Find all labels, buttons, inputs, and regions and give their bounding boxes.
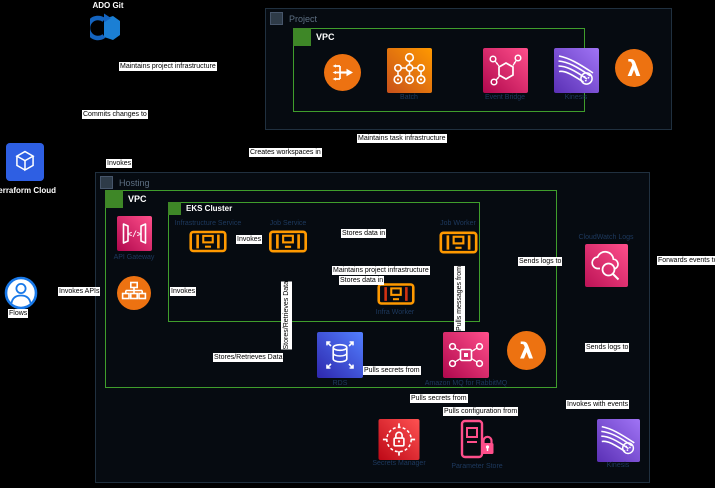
- hosting-vpc-header: VPC: [105, 190, 147, 208]
- project-vpc-header: VPC: [293, 28, 335, 46]
- edge-stores-retrieves-data-h: Stores/Retrieves Data: [213, 353, 284, 362]
- edge-maintains-task-infrastructure: Maintains task infrastructure: [357, 134, 447, 143]
- api-gateway-label: API Gateway: [113, 254, 155, 261]
- event-bridge-label: Event Bridge: [484, 94, 526, 101]
- job-service-label: Job Service: [269, 220, 307, 227]
- hosting-vpc-container: VPC: [105, 190, 557, 388]
- terraform-cloud-label: Terraform Cloud: [0, 186, 57, 195]
- edge-pulls-secrets-from-1: Pulls secrets from: [363, 366, 421, 375]
- parameter-store-label: Parameter Store: [451, 463, 503, 470]
- flows-user-icon: [4, 276, 38, 310]
- edge-pulls-configuration-from: Pulls configuration from: [443, 407, 519, 416]
- kinesis-bottom-label: Kinesis: [606, 462, 630, 469]
- api-gateway-icon: </>: [117, 216, 152, 251]
- project-vpc-title: VPC: [316, 32, 335, 42]
- terraform-cloud-icon: [6, 143, 44, 181]
- hosting-title: Hosting: [119, 177, 150, 188]
- lambda-project-icon: λ: [615, 49, 653, 87]
- job-worker-label: Job Worker: [440, 220, 476, 227]
- edge-stores-data-in-2: Stores data in: [339, 276, 385, 285]
- eks-cluster-icon: [168, 202, 181, 215]
- amazon-mq-icon: [443, 332, 489, 378]
- infra-worker-icon: [377, 282, 415, 306]
- hosting-header: Hosting: [100, 176, 150, 189]
- parameter-store-icon: [452, 416, 498, 462]
- edge-sends-logs-to-1: Sends logs to: [518, 257, 563, 266]
- hosting-header-icon: [100, 176, 113, 189]
- amazon-mq-label: Amazon MQ for RabbitMQ: [424, 380, 508, 387]
- eks-cluster-header: EKS Cluster: [168, 202, 232, 215]
- infra-worker-label: Infra Worker: [375, 309, 415, 316]
- edge-pulls-secrets-from-2: Pulls secrets from: [410, 394, 468, 403]
- eks-cluster-title: EKS Cluster: [186, 204, 233, 213]
- eks-cluster-container: EKS Cluster: [168, 202, 480, 322]
- network-load-balancer-icon: [324, 54, 361, 91]
- batch-icon: [387, 48, 432, 93]
- project-header-icon: [270, 12, 283, 25]
- edge-forwards-events-to: Forwards events to: [657, 256, 715, 265]
- edge-creates-workspaces-in: Creates workspaces in: [249, 148, 322, 157]
- job-service-icon: [268, 230, 308, 253]
- edge-stores-retrieves-data-v: Stores/Retrieves Data: [281, 281, 292, 350]
- hosting-container: Hosting: [95, 172, 650, 483]
- edge-pulls-messages-from: Pulls messages from: [454, 266, 465, 331]
- ado-git-label: ADO Git: [92, 1, 124, 10]
- cloudwatch-logs-icon: [585, 244, 628, 287]
- batch-label: Batch: [400, 94, 418, 101]
- svg-text:λ: λ: [627, 57, 641, 82]
- kinesis-project-label: Kinesis: [564, 94, 588, 101]
- rds-icon: [317, 332, 363, 378]
- event-bridge-icon: [483, 48, 528, 93]
- edge-invokes-top: Invokes: [106, 159, 133, 168]
- ado-git-icon: [90, 12, 124, 44]
- secrets-manager-icon: [378, 419, 420, 460]
- svg-text:</>: </>: [127, 230, 142, 239]
- project-vpc-icon: [293, 28, 311, 46]
- rds-label: RDS: [332, 380, 348, 387]
- application-load-balancer-icon: [117, 276, 151, 310]
- job-worker-icon: [439, 231, 478, 254]
- edge-commits-changes-to: Commits changes to: [82, 110, 148, 119]
- secrets-manager-label: Secrets Manager: [372, 460, 426, 467]
- kinesis-project-icon: [554, 48, 599, 93]
- edge-invokes-with-events: Invokes with events: [566, 400, 630, 409]
- project-header: Project: [270, 12, 317, 25]
- infrastructure-service-icon: [189, 230, 227, 253]
- edge-stores-data-in-1: Stores data in: [341, 229, 387, 238]
- edge-invokes-apis: Invokes APIs: [58, 287, 101, 296]
- edge-invokes-left: Invokes: [170, 287, 197, 296]
- cloudwatch-logs-label: CloudWatch Logs: [578, 234, 634, 241]
- hosting-vpc-title: VPC: [128, 194, 147, 204]
- flows-label: Flows: [8, 309, 29, 318]
- hosting-vpc-icon: [105, 190, 123, 208]
- svg-text:λ: λ: [519, 339, 533, 365]
- edge-maintains-project-infrastructure-top: Maintains project infrastructure: [119, 62, 217, 71]
- lambda-hosting-icon: λ: [507, 331, 546, 370]
- edge-invokes-eks: Invokes: [236, 235, 263, 244]
- edge-maintains-project-infrastructure-2: Maintains project infrastructure: [332, 266, 430, 275]
- project-title: Project: [289, 13, 318, 24]
- edge-sends-logs-to-2: Sends logs to: [585, 343, 630, 352]
- kinesis-bottom-icon: [596, 419, 641, 462]
- infrastructure-service-label: Infrastructure Service: [174, 220, 242, 227]
